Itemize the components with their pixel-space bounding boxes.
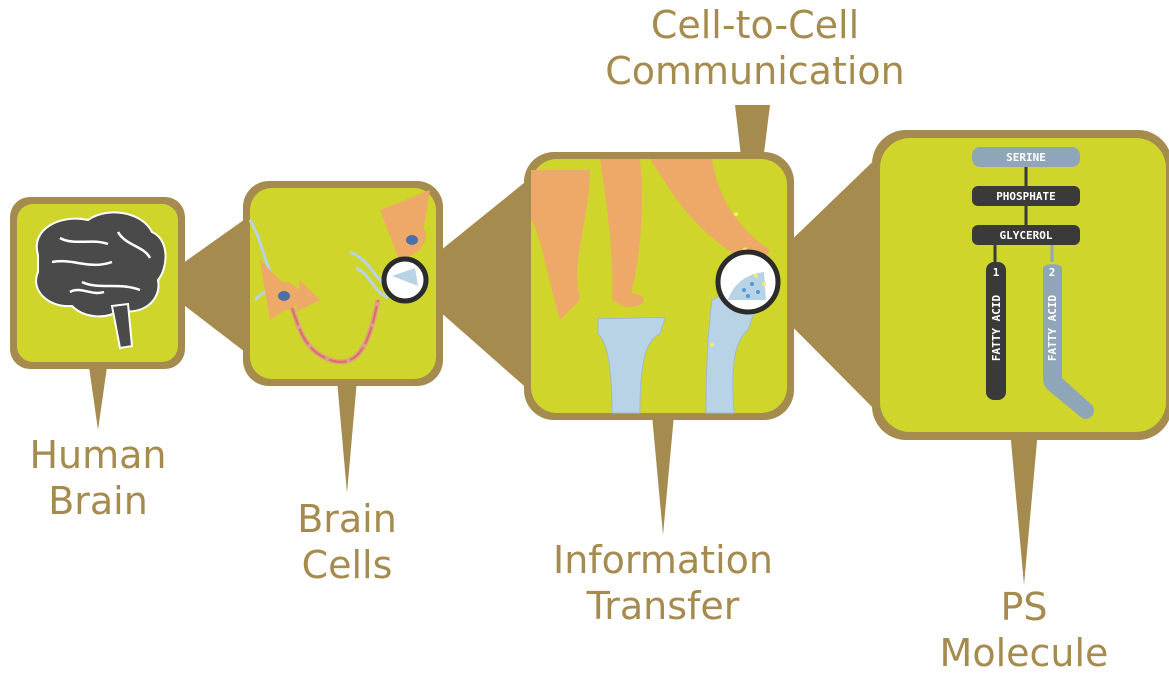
caption-human-brain: Human Brain	[18, 432, 178, 524]
callout-cell-to-cell-communication: Cell-to-Cell Communication	[590, 2, 920, 94]
caption-ps-molecule: PS Molecule	[929, 584, 1119, 676]
panel-ps-molecule	[872, 130, 1169, 440]
fatty-acid-2-number: 2	[1049, 266, 1056, 279]
phosphate-label: PHOSPHATE	[996, 190, 1056, 203]
fatty-acid-1-label: FATTY ACID	[990, 295, 1003, 362]
caption-ps-molecule-line-1: PS	[929, 584, 1119, 630]
fatty-acid-2-label: FATTY ACID	[1046, 295, 1059, 362]
pointer-brain-cells	[337, 380, 357, 493]
caption-ps-molecule-line-2: Molecule	[929, 630, 1119, 676]
caption-information-transfer: Information Transfer	[528, 537, 798, 629]
callout-line-2: Communication	[590, 48, 920, 94]
panel-information-transfer	[524, 152, 794, 420]
caption-human-brain-line-1: Human	[18, 432, 178, 478]
pointer-ps-molecule	[1010, 430, 1038, 585]
callout-line-1: Cell-to-Cell	[590, 2, 920, 48]
pointer-human-brain	[88, 360, 108, 430]
caption-brain-cells: Brain Cells	[267, 496, 427, 588]
caption-information-transfer-line-2: Transfer	[528, 583, 798, 629]
panel-human-brain	[10, 197, 185, 369]
glycerol-label: GLYCEROL	[1000, 229, 1053, 242]
panel-brain-cells	[243, 181, 443, 386]
caption-brain-cells-line-1: Brain	[267, 496, 427, 542]
caption-brain-cells-line-2: Cells	[267, 542, 427, 588]
caption-information-transfer-line-1: Information	[528, 537, 798, 583]
serine-label: SERINE	[1006, 151, 1046, 164]
caption-human-brain-line-2: Brain	[18, 478, 178, 524]
pointer-information-transfer	[652, 415, 674, 535]
fatty-acid-1-number: 1	[993, 266, 1000, 279]
